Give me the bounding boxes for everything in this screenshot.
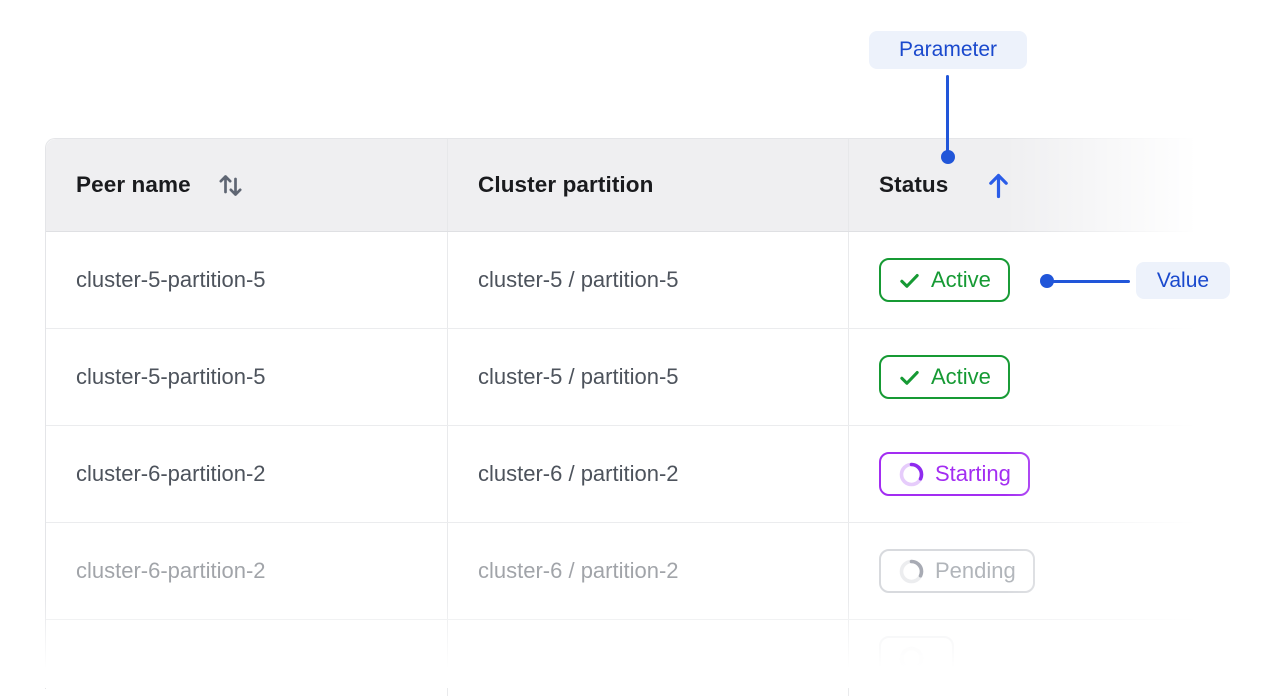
table-header-row: Peer name Cluster partition Status	[46, 139, 1193, 232]
value-callout-label: Value	[1156, 268, 1210, 292]
status-cell: Starting	[848, 426, 1193, 522]
status-badge-active: Active	[879, 258, 1010, 302]
table-row: cluster-6-partition-2 cluster-6 / partit…	[46, 426, 1193, 523]
status-badge-starting: Starting	[879, 452, 1030, 496]
cluster-partition-cell: cluster-5 / partition-5	[447, 232, 848, 328]
column-header-cluster-partition[interactable]: Cluster partition	[447, 139, 848, 231]
table-row: cluster-5-partition-5 cluster-5 / partit…	[46, 329, 1193, 426]
cluster-partition-value: cluster-5 / partition-5	[478, 364, 679, 389]
parameter-callout-line	[946, 75, 949, 157]
column-header-status-label: Status	[879, 172, 949, 197]
column-header-peer-name-label: Peer name	[76, 172, 191, 197]
peer-name-value: cluster-5-partition-5	[76, 364, 266, 389]
cluster-partition-cell	[447, 620, 848, 696]
spinner-icon	[899, 462, 924, 486]
peer-name-cell	[46, 620, 447, 696]
status-cell: Active	[848, 329, 1193, 425]
status-label: Active	[931, 364, 991, 389]
status-label: Active	[931, 267, 991, 292]
column-header-peer-name[interactable]: Peer name	[46, 139, 447, 231]
column-header-cluster-partition-label: Cluster partition	[478, 172, 654, 197]
check-icon	[900, 370, 919, 385]
status-cell: Pending	[848, 523, 1193, 619]
peer-name-cell: cluster-5-partition-5	[46, 329, 447, 425]
cluster-partition-cell: cluster-6 / partition-2	[447, 523, 848, 619]
peer-name-cell: cluster-6-partition-2	[46, 523, 447, 619]
status-badge-pending: Pending	[879, 549, 1035, 593]
cluster-partition-cell: cluster-6 / partition-2	[447, 426, 848, 522]
status-cell	[848, 620, 1193, 696]
parameter-callout-badge: Parameter	[869, 31, 1027, 69]
status-label: Starting	[935, 461, 1011, 486]
table-row: cluster-6-partition-2 cluster-6 / partit…	[46, 523, 1193, 620]
status-badge-active: Active	[879, 355, 1010, 399]
status-cell: Active	[848, 232, 1193, 328]
peer-name-cell: cluster-5-partition-5	[46, 232, 447, 328]
peer-name-value: cluster-6-partition-2	[76, 461, 266, 486]
table-row: cluster-5-partition-5 cluster-5 / partit…	[46, 232, 1193, 329]
peer-name-value: cluster-6-partition-2	[76, 558, 266, 583]
spinner-icon	[899, 646, 924, 670]
parameter-callout-label: Parameter	[898, 38, 998, 61]
peers-table: Peer name Cluster partition Status clust…	[45, 138, 1193, 696]
status-badge-pending	[879, 636, 954, 680]
peer-name-value: cluster-5-partition-5	[76, 267, 266, 292]
parameter-callout-dot	[941, 150, 955, 164]
status-label: Pending	[935, 558, 1016, 583]
cluster-partition-cell: cluster-5 / partition-5	[447, 329, 848, 425]
spinner-icon	[899, 559, 924, 583]
cluster-partition-value: cluster-6 / partition-2	[478, 461, 679, 486]
column-header-status[interactable]: Status	[848, 139, 1193, 231]
check-icon	[900, 273, 919, 288]
sort-both-icon[interactable]	[217, 171, 244, 200]
value-callout-badge: Value	[1136, 262, 1230, 299]
cluster-partition-value: cluster-5 / partition-5	[478, 267, 679, 292]
cluster-partition-value: cluster-6 / partition-2	[478, 558, 679, 583]
peer-name-cell: cluster-6-partition-2	[46, 426, 447, 522]
value-callout-line	[1052, 280, 1130, 283]
table-row	[46, 620, 1193, 696]
sort-ascending-icon[interactable]	[986, 171, 1011, 200]
